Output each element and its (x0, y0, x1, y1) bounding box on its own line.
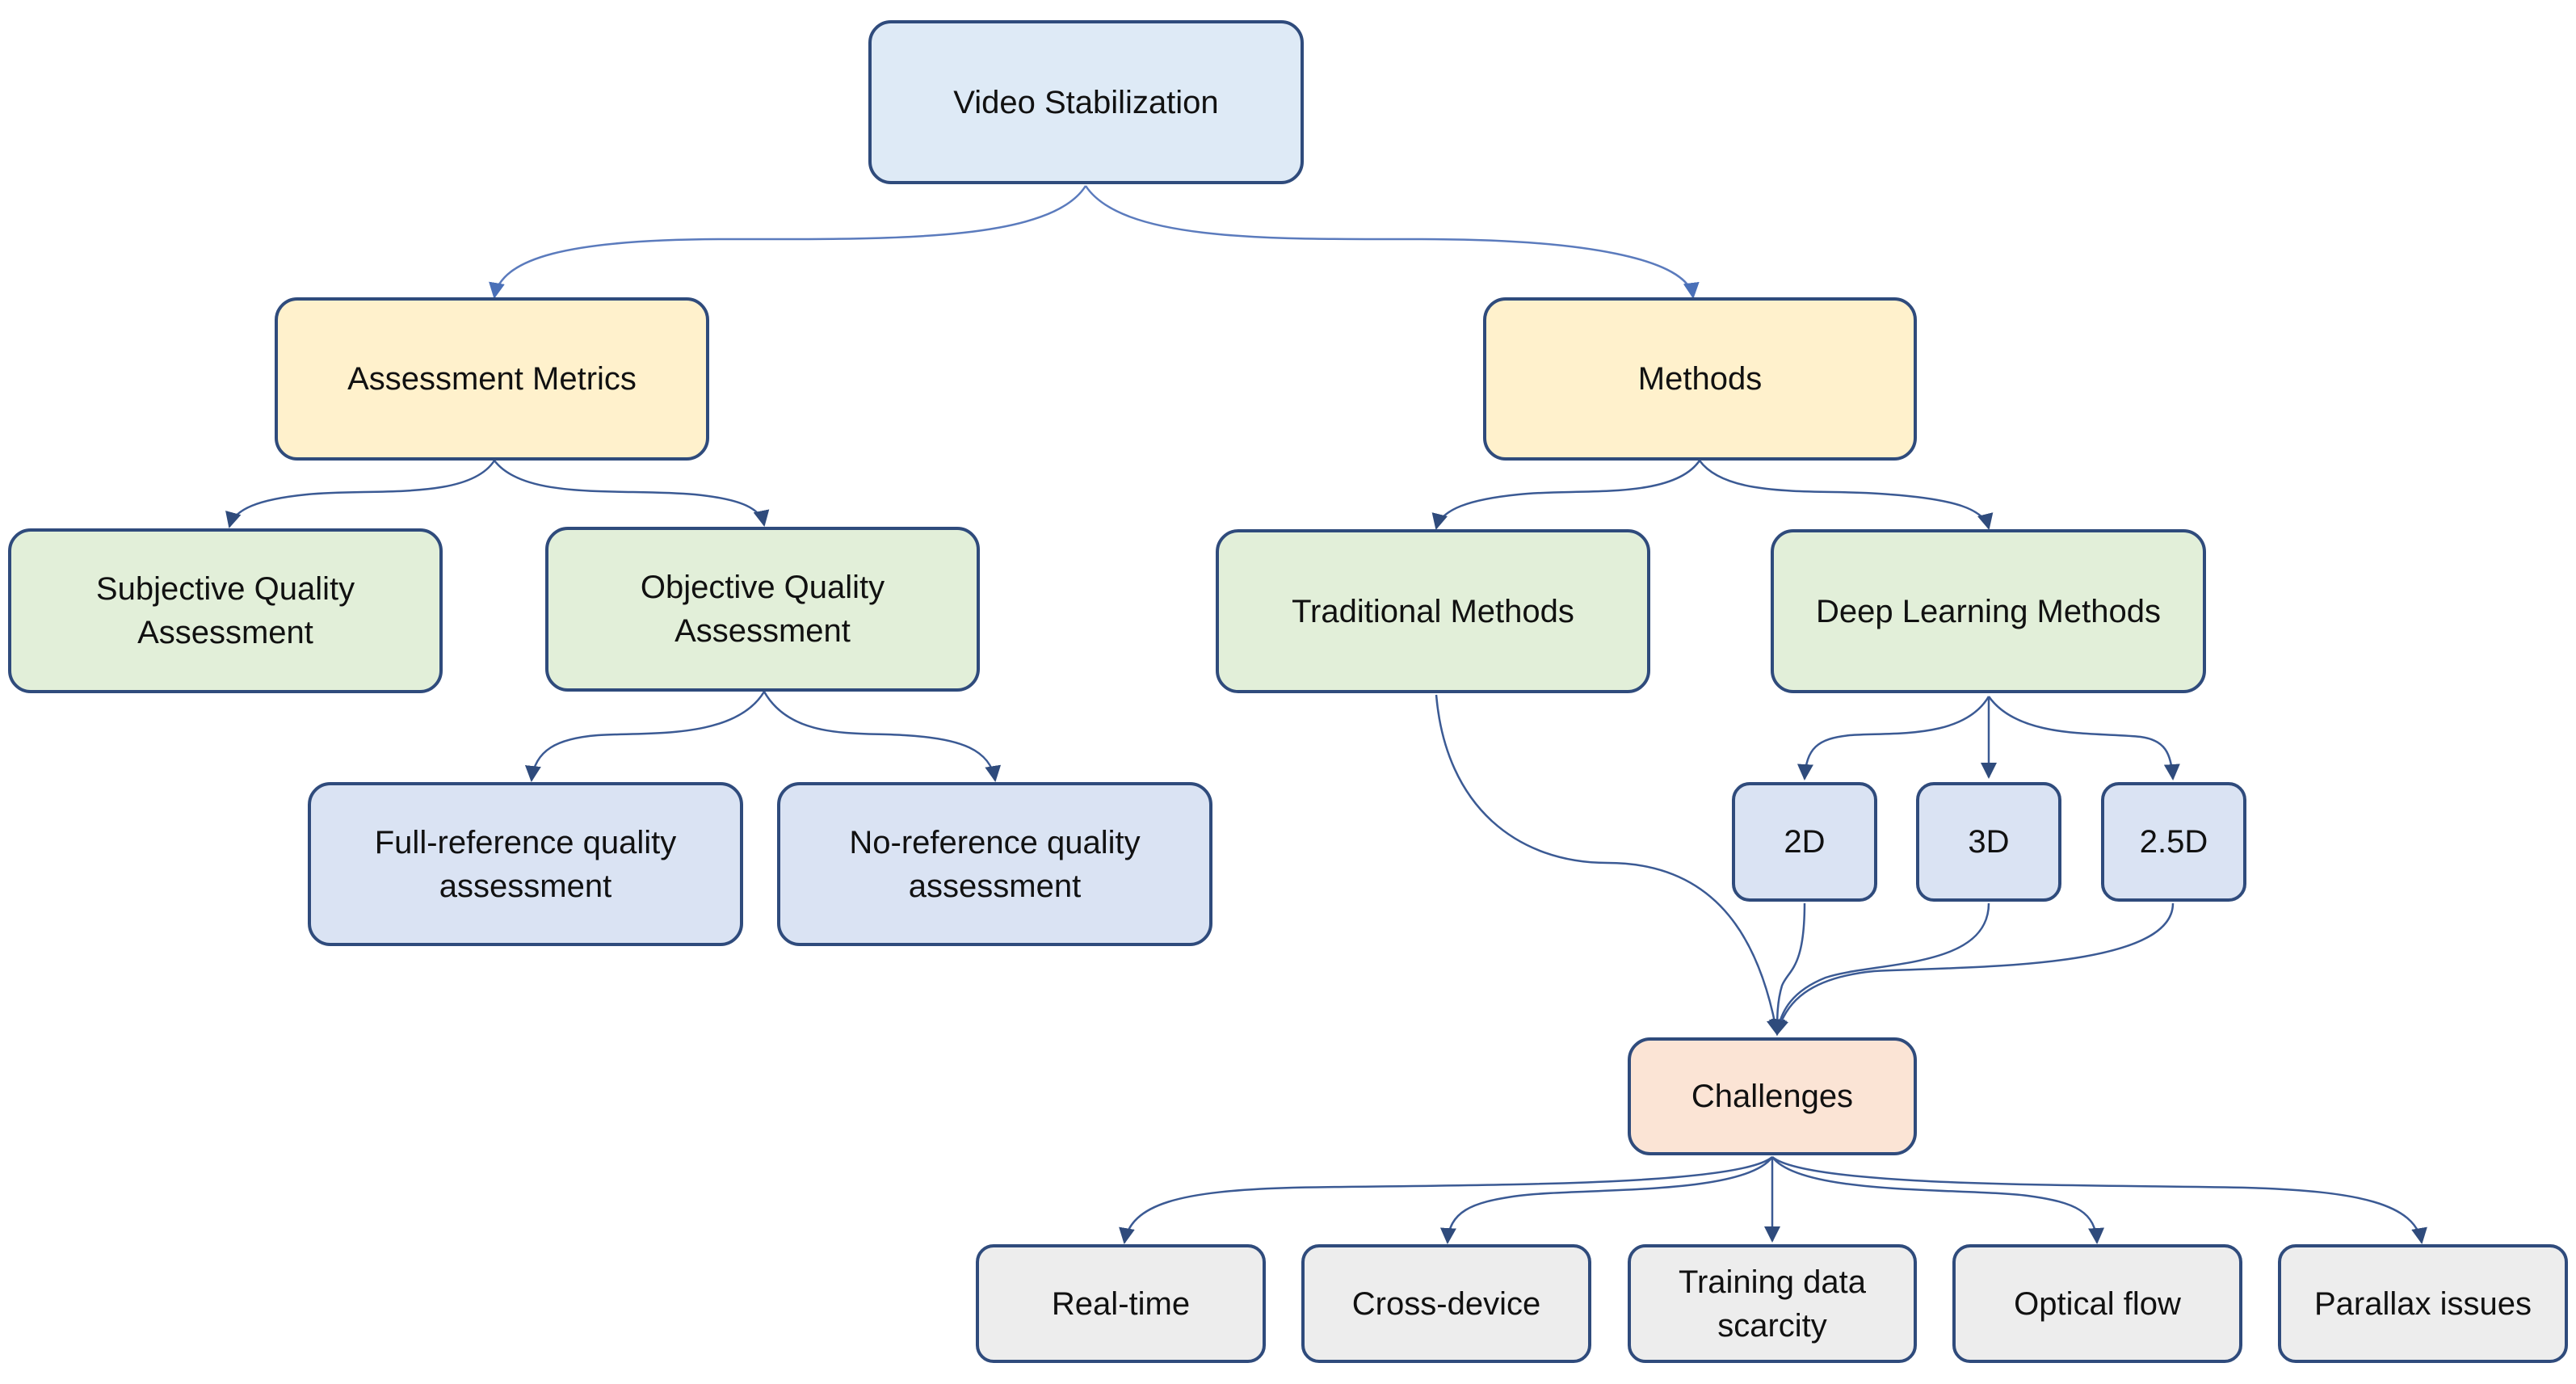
optical-flow-label: Optical flow (2014, 1285, 2181, 1322)
real-time-node: Real-time (976, 1244, 1266, 1363)
subjective-quality-assessment-label: Subjective Quality Assessment (95, 571, 355, 650)
parallax-issues-node: Parallax issues (2278, 1244, 2568, 1363)
edge-root-to-methods (1084, 185, 1700, 299)
deep-learning-methods-node: Deep Learning Methods (1771, 529, 2206, 693)
edge-3d-to-challenges (1771, 902, 1990, 1036)
edge-2-5d-to-challenges (1772, 902, 2175, 1036)
deep-learning-methods-label: Deep Learning Methods (1816, 593, 2161, 629)
edge-assessment-to-subjective (225, 460, 496, 528)
cross-device-node: Cross-device (1301, 1244, 1591, 1363)
optical-flow-node: Optical flow (1952, 1244, 2242, 1363)
video-stabilization-label: Video Stabilization (953, 84, 1219, 120)
traditional-methods-node: Traditional Methods (1216, 529, 1650, 693)
edge-assessment-to-objective (494, 460, 770, 527)
no-reference-quality-assessment-label: No-reference quality assessment (849, 824, 1141, 904)
edge-challenges-to-cross-device (1439, 1156, 1774, 1244)
edge-methods-to-traditional (1431, 460, 1701, 530)
objective-quality-assessment-label: Objective Quality Assessment (640, 570, 885, 649)
assessment-metrics-node: Assessment Metrics (275, 297, 709, 461)
edge-deep-learning-to-2-5d (1987, 696, 2180, 780)
methods-node: Methods (1483, 297, 1917, 461)
full-reference-quality-assessment-label: Full-reference quality assessment (374, 824, 677, 904)
challenges-label: Challenges (1691, 1079, 1854, 1114)
training-data-scarcity-label: Training data scarcity (1679, 1264, 1866, 1344)
3d-label: 3D (1968, 824, 2010, 860)
edge-methods-to-deep-learning (1698, 460, 1994, 530)
edge-traditional-to-challenges (1435, 694, 1783, 1036)
2d-label: 2D (1784, 824, 1826, 860)
assessment-metrics-label: Assessment Metrics (347, 361, 637, 397)
edge-objective-to-no-reference (763, 691, 1002, 782)
real-time-label: Real-time (1051, 1285, 1191, 1322)
no-reference-quality-assessment-node: No-reference quality assessment (777, 782, 1212, 946)
edge-challenges-to-parallax (1771, 1156, 2427, 1244)
edge-2d-to-challenges (1769, 902, 1806, 1036)
video-stabilization-node: Video Stabilization (868, 20, 1304, 184)
challenges-node: Challenges (1628, 1037, 1917, 1155)
edge-challenges-to-optical-flow (1771, 1156, 2105, 1244)
edge-deep-learning-to-2d (1796, 696, 1990, 780)
2d-node: 2D (1732, 782, 1877, 902)
3d-node: 3D (1916, 782, 2061, 902)
traditional-methods-label: Traditional Methods (1292, 593, 1574, 629)
full-reference-quality-assessment-node: Full-reference quality assessment (308, 782, 743, 946)
edge-root-to-assessment (489, 185, 1087, 299)
edge-objective-to-full-reference (524, 691, 766, 782)
objective-quality-assessment-node: Objective Quality Assessment (545, 527, 980, 692)
parallax-issues-label: Parallax issues (2313, 1285, 2532, 1322)
cross-device-label: Cross-device (1351, 1285, 1541, 1322)
2-5d-label: 2.5D (2139, 824, 2208, 860)
methods-label: Methods (1637, 361, 1763, 397)
edge-challenges-to-real-time (1119, 1156, 1773, 1244)
subjective-quality-assessment-node: Subjective Quality Assessment (8, 528, 443, 693)
training-data-scarcity-node: Training data scarcity (1628, 1244, 1917, 1363)
2-5d-node: 2.5D (2101, 782, 2246, 902)
